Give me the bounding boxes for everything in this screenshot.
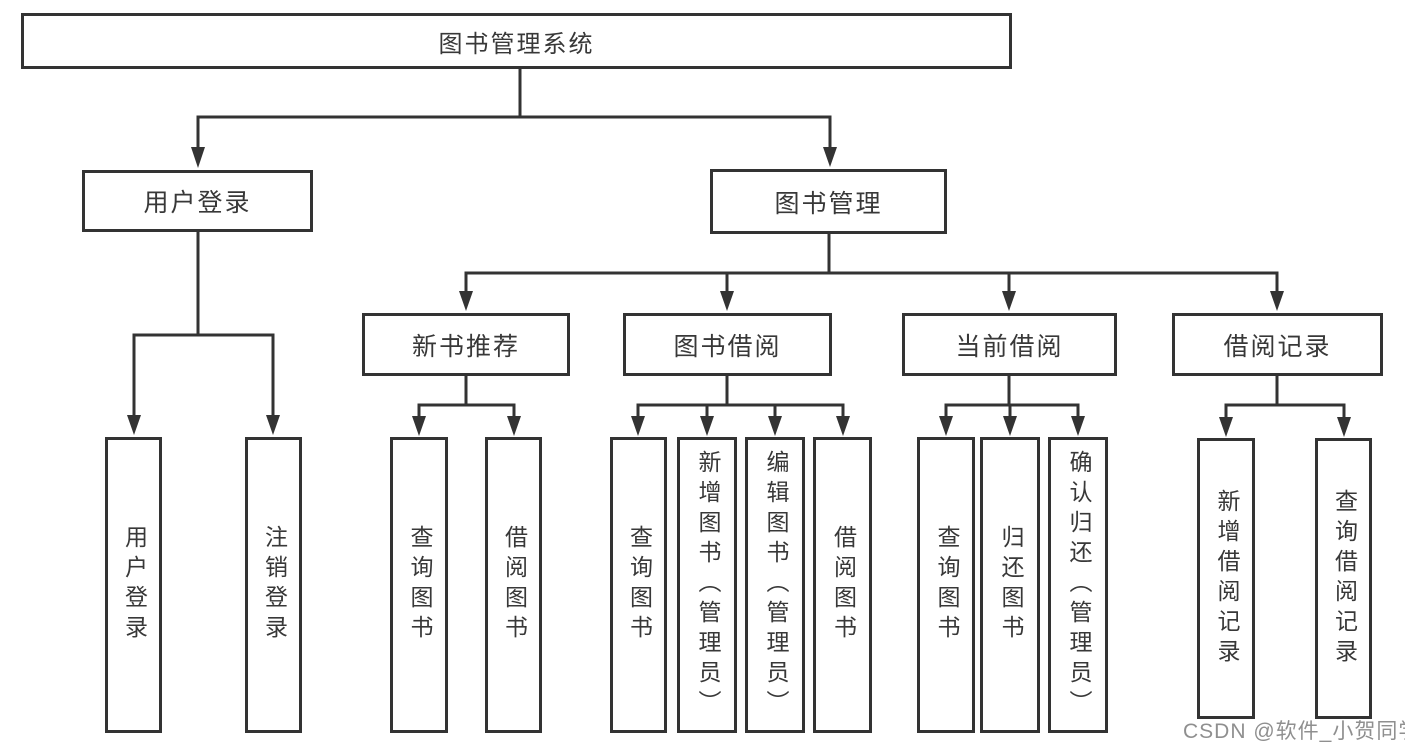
node-label: 借阅图书 — [830, 525, 857, 645]
node-new-book-recommend: 新书推荐 — [362, 313, 570, 376]
node-label: 当前借阅 — [955, 332, 1064, 361]
arrowhead-icons — [127, 147, 1351, 437]
leaf-query-books-current: 查询图书 — [917, 437, 975, 733]
node-user-login: 用户登录 — [82, 170, 313, 232]
node-label: 查询图书 — [626, 525, 653, 645]
leaf-return-books: 归还图书 — [980, 437, 1040, 733]
node-label: 图书管理 — [774, 189, 883, 218]
leaf-query-books-recommend: 查询图书 — [390, 437, 448, 733]
leaf-edit-book-admin: 编辑图书（管理员） — [745, 437, 805, 733]
node-label: 查询图书 — [406, 525, 433, 645]
leaf-borrow-books: 借阅图书 — [813, 437, 872, 733]
node-label: 借阅记录 — [1223, 332, 1332, 361]
leaf-add-borrow-record: 新增借阅记录 — [1197, 438, 1255, 719]
leaf-logout: 注销登录 — [245, 437, 302, 733]
leaf-query-books-borrow: 查询图书 — [610, 437, 667, 733]
node-label: 新书推荐 — [411, 332, 520, 361]
node-label: 查询借阅记录 — [1331, 488, 1358, 669]
node-borrow-records: 借阅记录 — [1172, 313, 1383, 376]
node-root-library-management-system: 图书管理系统 — [21, 13, 1012, 69]
csdn-watermark: CSDN @软件_小贺同学 — [1183, 720, 1405, 743]
node-book-borrow: 图书借阅 — [623, 313, 832, 376]
node-label: 借阅图书 — [501, 525, 528, 645]
node-label: 用户登录 — [143, 189, 252, 217]
node-label: 查询图书 — [933, 525, 960, 645]
node-label: 注销登录 — [261, 525, 288, 645]
node-label: 归还图书 — [997, 525, 1024, 645]
node-label: 用户登录 — [121, 525, 148, 645]
leaf-user-login: 用户登录 — [105, 437, 162, 733]
node-label: 新增图书（管理员） — [694, 450, 721, 720]
node-label: 图书管理系统 — [438, 30, 595, 58]
node-book-management: 图书管理 — [710, 169, 947, 234]
leaf-confirm-return-admin: 确认归还（管理员） — [1048, 437, 1108, 733]
node-label: 编辑图书（管理员） — [762, 450, 789, 720]
node-label: 新增借阅记录 — [1213, 488, 1240, 669]
leaf-query-borrow-record: 查询借阅记录 — [1315, 438, 1372, 719]
node-current-borrow: 当前借阅 — [902, 313, 1117, 376]
leaf-borrow-books-recommend: 借阅图书 — [485, 437, 542, 733]
leaf-add-book-admin: 新增图书（管理员） — [677, 437, 737, 733]
node-label: 确认归还（管理员） — [1065, 450, 1092, 720]
node-label: 图书借阅 — [673, 332, 782, 361]
